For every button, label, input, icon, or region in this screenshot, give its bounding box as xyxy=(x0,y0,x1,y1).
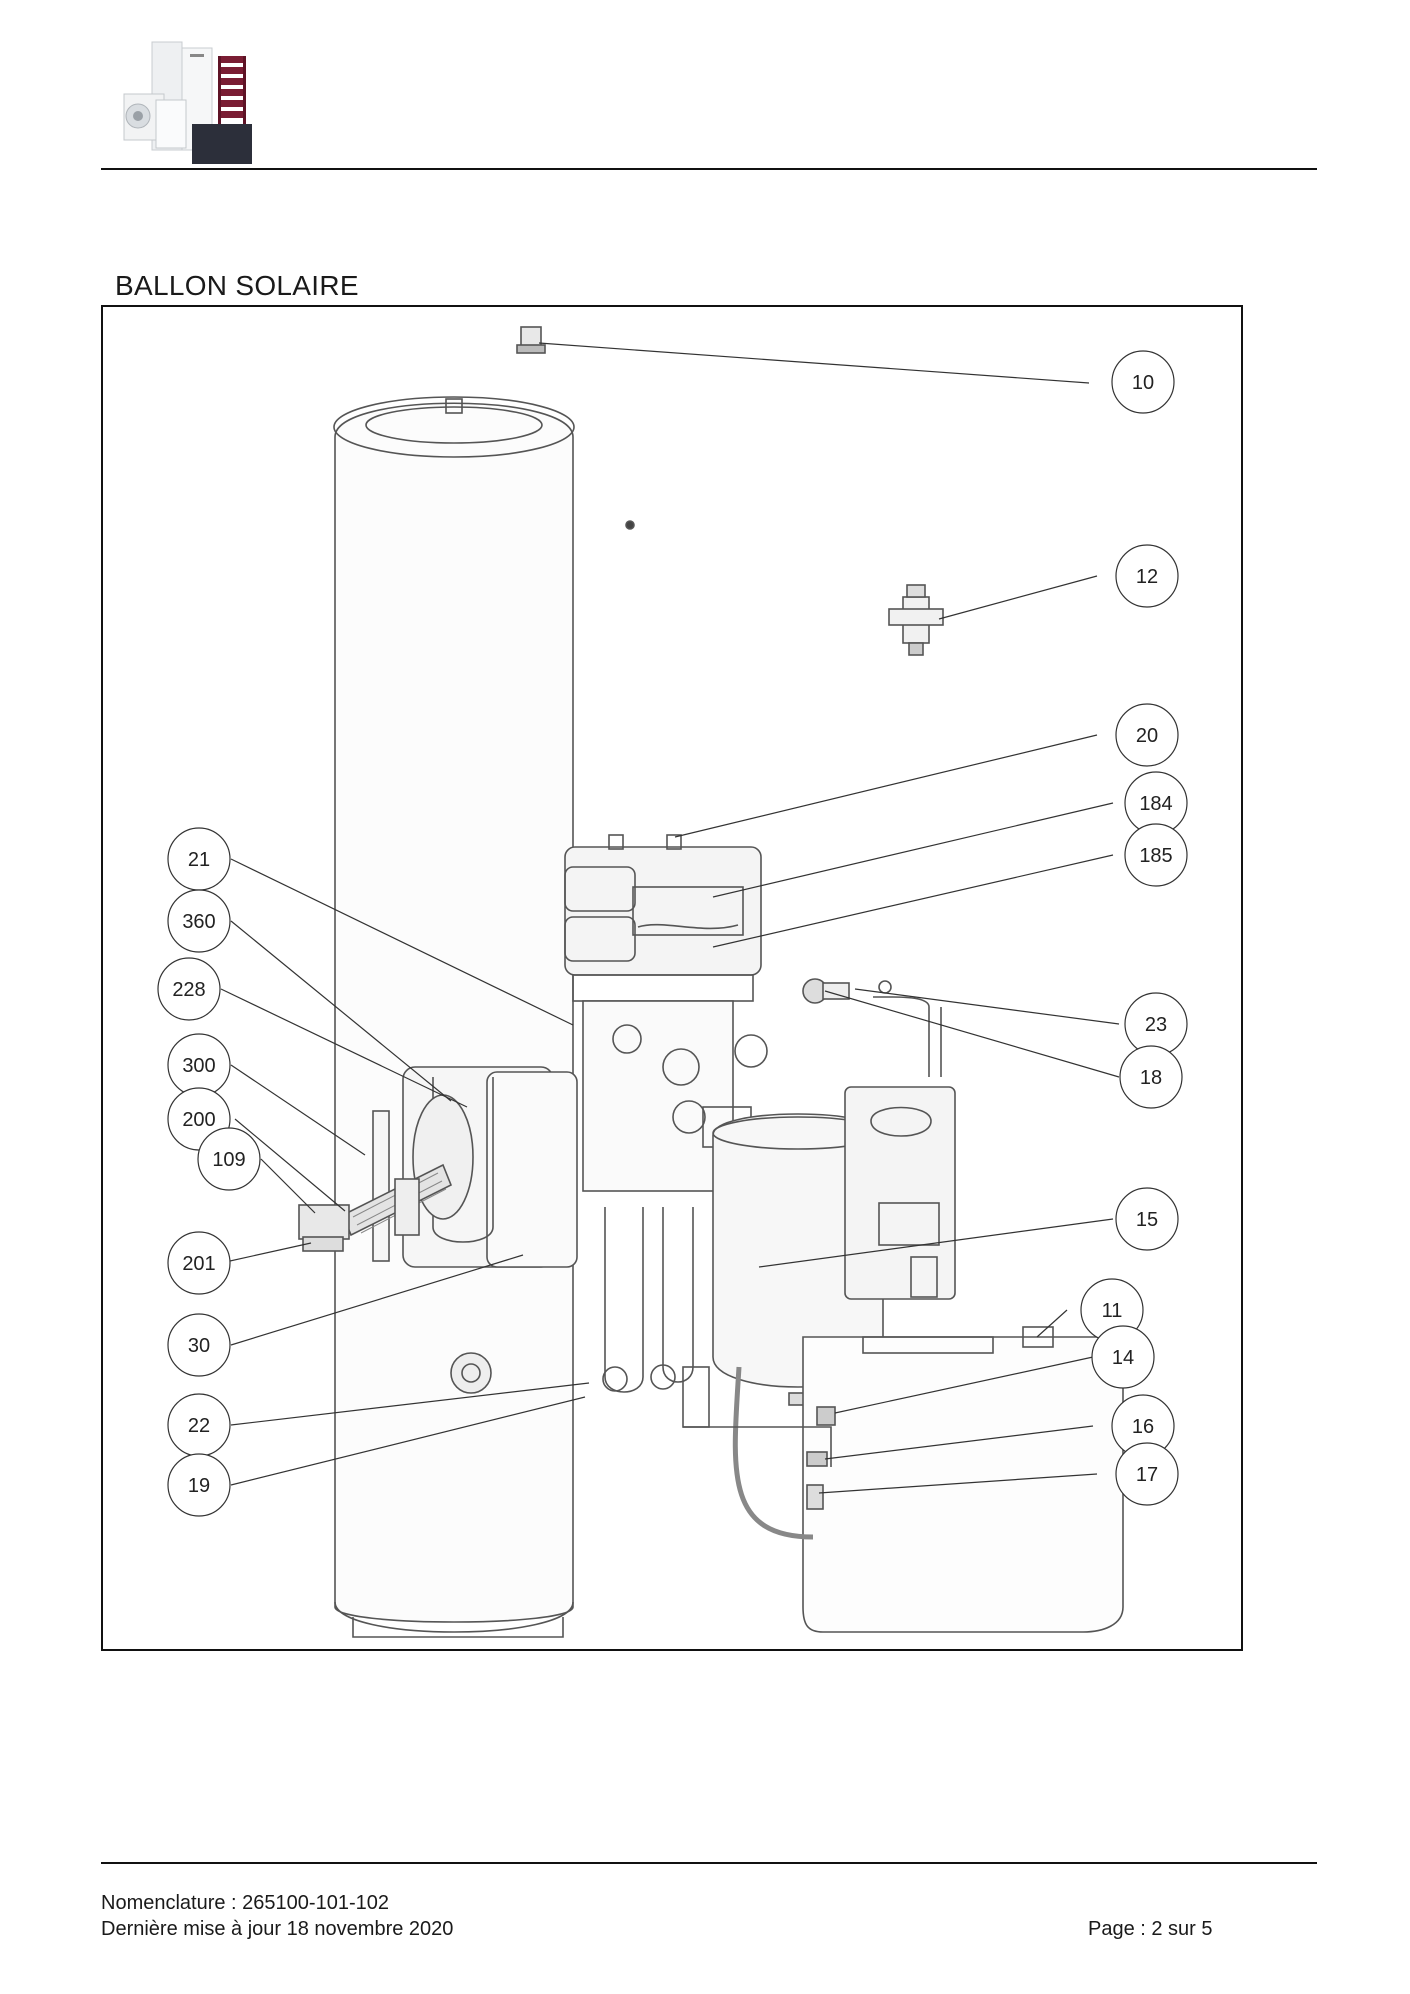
callout-circle xyxy=(1115,703,1179,767)
page-number: Page : 2 sur 5 xyxy=(1088,1918,1213,1940)
callout-circle xyxy=(1124,823,1188,887)
callout-12: 12 xyxy=(1115,544,1179,608)
callout-19: 19 xyxy=(167,1453,231,1517)
callout-circle xyxy=(1115,1187,1179,1251)
callout-360: 360 xyxy=(167,889,231,953)
callout-30: 30 xyxy=(167,1313,231,1377)
callout-circle xyxy=(1119,1045,1183,1109)
callout-circle xyxy=(167,1313,231,1377)
callout-number: 185 xyxy=(1139,845,1172,867)
heating-products-logo xyxy=(123,41,252,164)
callout-number: 12 xyxy=(1136,566,1158,588)
callout-number: 360 xyxy=(182,911,215,933)
callout-number: 16 xyxy=(1132,1416,1154,1438)
callout-number: 228 xyxy=(172,979,205,1001)
callout-17: 17 xyxy=(1115,1442,1179,1506)
callout-number: 22 xyxy=(188,1415,210,1437)
callout-number: 23 xyxy=(1145,1014,1167,1036)
leader-lines xyxy=(220,342,1120,1494)
callout-number: 14 xyxy=(1112,1347,1134,1369)
last-update-date: Dernière mise à jour 18 novembre 2020 xyxy=(101,1918,454,1940)
callout-number: 15 xyxy=(1136,1209,1158,1231)
callout-circle xyxy=(1115,1442,1179,1506)
footer-rule xyxy=(101,1862,1317,1864)
callout-number: 18 xyxy=(1140,1067,1162,1089)
callout-number: 21 xyxy=(188,849,210,871)
callout-circle xyxy=(1111,350,1175,414)
callout-228: 228 xyxy=(157,957,221,1021)
nomenclature-reference: Nomenclature : 265100-101-102 xyxy=(101,1892,389,1914)
callout-number: 109 xyxy=(212,1149,245,1171)
callout-circle xyxy=(167,1453,231,1517)
tank-drawing xyxy=(298,326,1124,1638)
callout-14: 14 xyxy=(1091,1325,1155,1389)
callout-circle xyxy=(197,1127,261,1191)
exploded-diagram: 10 12 20 184 185 23 18 15 11 14 16 17 21 360 228 300 200… xyxy=(157,326,1188,1638)
section-title: BALLON SOLAIRE xyxy=(115,270,359,301)
callout-number: 300 xyxy=(182,1055,215,1077)
callout-20: 20 xyxy=(1115,703,1179,767)
callout-number: 20 xyxy=(1136,725,1158,747)
callout-22: 22 xyxy=(167,1393,231,1457)
callout-18: 18 xyxy=(1119,1045,1183,1109)
callout-23: 23 xyxy=(1124,992,1188,1056)
callout-number: 19 xyxy=(188,1475,210,1497)
callout-number: 200 xyxy=(182,1109,215,1131)
callout-184: 184 xyxy=(1124,771,1188,835)
callout-circle xyxy=(157,957,221,1021)
callout-10: 10 xyxy=(1111,350,1175,414)
callout-number: 30 xyxy=(188,1335,210,1357)
callout-109: 109 xyxy=(197,1127,261,1191)
header-rule xyxy=(101,168,1317,170)
callout-number: 184 xyxy=(1139,793,1172,815)
callout-circle xyxy=(167,1231,231,1295)
callout-number: 201 xyxy=(182,1253,215,1275)
callout-201: 201 xyxy=(167,1231,231,1295)
callout-number: 11 xyxy=(1102,1300,1123,1322)
callout-number: 17 xyxy=(1136,1464,1158,1486)
callout-16: 16 xyxy=(1111,1394,1175,1458)
callout-bubbles: 10 12 20 184 185 23 18 15 11 14 16 17 21 360 228 300 200… xyxy=(157,350,1188,1517)
callout-185: 185 xyxy=(1124,823,1188,887)
callout-11: 11 xyxy=(1080,1278,1144,1342)
callout-circle xyxy=(1115,544,1179,608)
callout-300: 300 xyxy=(167,1033,231,1097)
callout-15: 15 xyxy=(1115,1187,1179,1251)
callout-number: 10 xyxy=(1132,372,1154,394)
callout-circle xyxy=(1091,1325,1155,1389)
callout-circle xyxy=(167,889,231,953)
exploded-diagram-frame: 10 12 20 184 185 23 18 15 11 14 16 17 21 360 228 300 200… xyxy=(101,305,1243,1651)
callout-21: 21 xyxy=(167,827,231,891)
